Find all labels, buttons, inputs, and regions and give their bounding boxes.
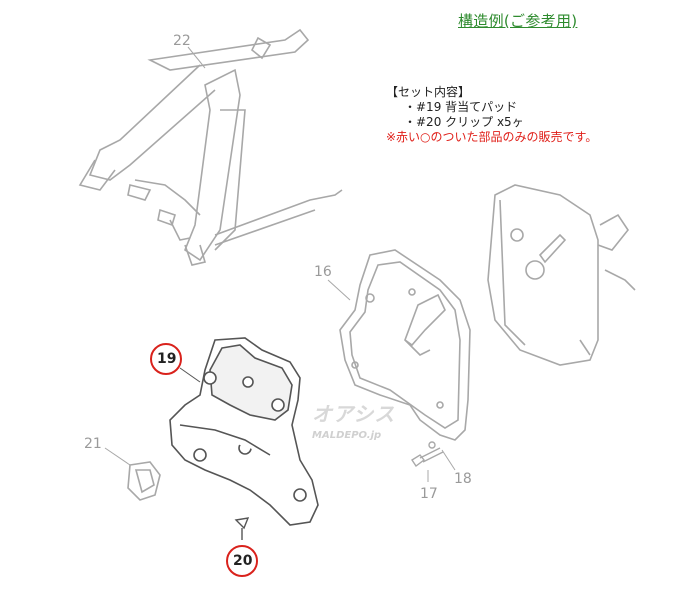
back-pad-drawing bbox=[169, 337, 319, 526]
sale-note: ※赤い○のついた部品のみの販売です。 bbox=[386, 130, 598, 144]
part-label-21: 21 bbox=[84, 436, 102, 452]
leader-21 bbox=[104, 447, 131, 466]
set-item-19: ・#19 背当てパッド bbox=[404, 100, 518, 114]
set-contents-heading: 【セット内容】 bbox=[386, 85, 471, 99]
watermark-url: MALDEPO.jp bbox=[312, 430, 382, 441]
part-21-drawing bbox=[127, 461, 161, 501]
fuel-tank-drawing bbox=[487, 184, 636, 366]
part-label-17: 17 bbox=[420, 486, 438, 502]
part-label-16: 16 bbox=[314, 264, 332, 280]
leader-16 bbox=[327, 279, 351, 301]
part-label-20: 20 bbox=[233, 553, 253, 569]
part-label-22: 22 bbox=[173, 33, 191, 49]
part-label-19: 19 bbox=[157, 351, 177, 367]
clip-drawing bbox=[234, 517, 250, 540]
page-title: 構造例(ご参考用) bbox=[458, 12, 578, 30]
harness-drawing bbox=[78, 28, 343, 266]
highlight-circle-19 bbox=[150, 343, 182, 375]
set-item-20: ・#20 クリップ x5ヶ bbox=[404, 115, 524, 129]
leader-18 bbox=[441, 449, 456, 471]
frame-plate-drawing bbox=[339, 249, 471, 441]
set-contents-box: 【セット内容】 ・#19 背当てパッド ・#20 クリップ x5ヶ ※赤い○のつ… bbox=[386, 85, 597, 145]
leader-19 bbox=[179, 367, 201, 383]
leader-22 bbox=[187, 46, 206, 69]
part-label-18: 18 bbox=[454, 471, 472, 487]
highlight-circle-20 bbox=[226, 545, 258, 577]
watermark-logo: オアシス bbox=[312, 402, 396, 426]
screw-drawing bbox=[411, 441, 444, 468]
